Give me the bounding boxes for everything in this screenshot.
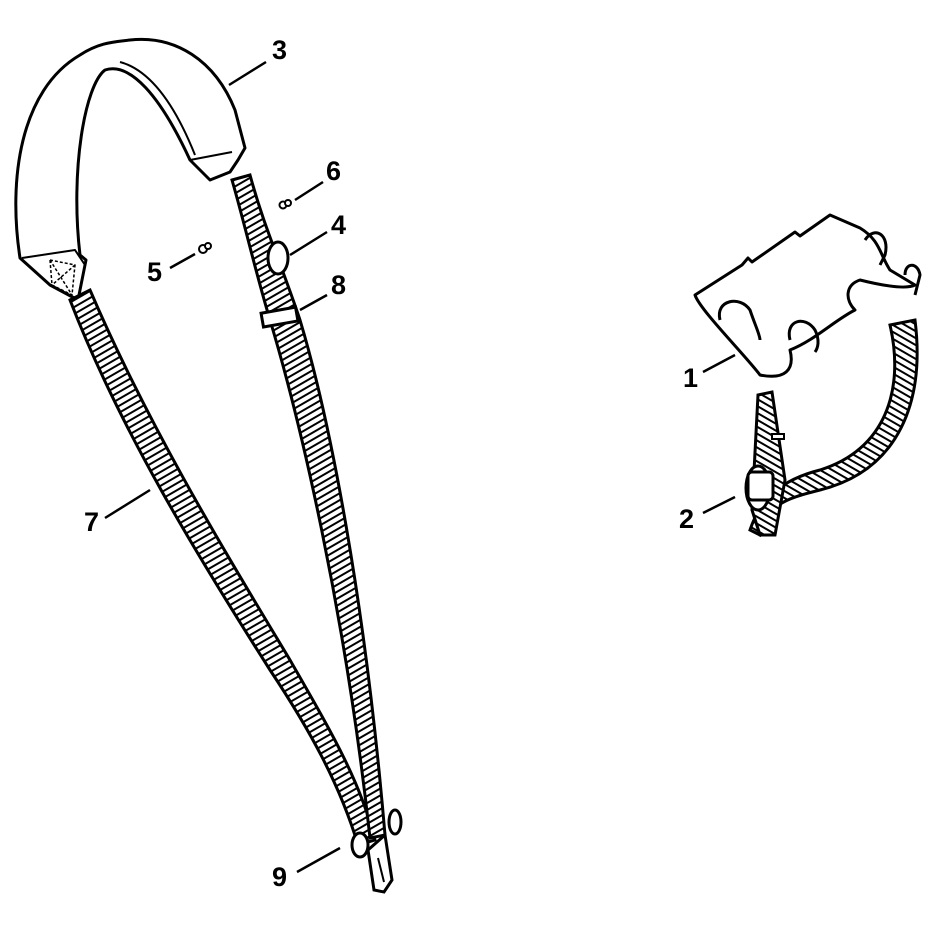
rivet: [198, 242, 212, 254]
hip-buckle: [744, 464, 775, 512]
callout-8: 8: [331, 270, 347, 300]
callout-2: 2: [679, 504, 695, 534]
callout-6: 6: [326, 156, 342, 186]
strap-loop: [259, 305, 300, 329]
wire-frame: [693, 213, 922, 378]
strap-left: [68, 287, 377, 847]
shoulder-pad: [14, 37, 247, 302]
callout-5: 5: [147, 257, 163, 287]
buckle: [266, 240, 290, 276]
hip-strap-tail: [750, 390, 787, 537]
callout-4: 4: [331, 210, 347, 240]
callout-3: 3: [272, 35, 288, 65]
callout-1: 1: [683, 363, 699, 393]
callout-9: 9: [272, 862, 288, 892]
callout-7: 7: [84, 507, 100, 537]
leader-lines: [104, 60, 736, 874]
snap-hook: [350, 808, 403, 894]
grommet: [278, 199, 292, 210]
hip-strap-clip: [771, 433, 785, 440]
strap-right: [230, 173, 387, 840]
